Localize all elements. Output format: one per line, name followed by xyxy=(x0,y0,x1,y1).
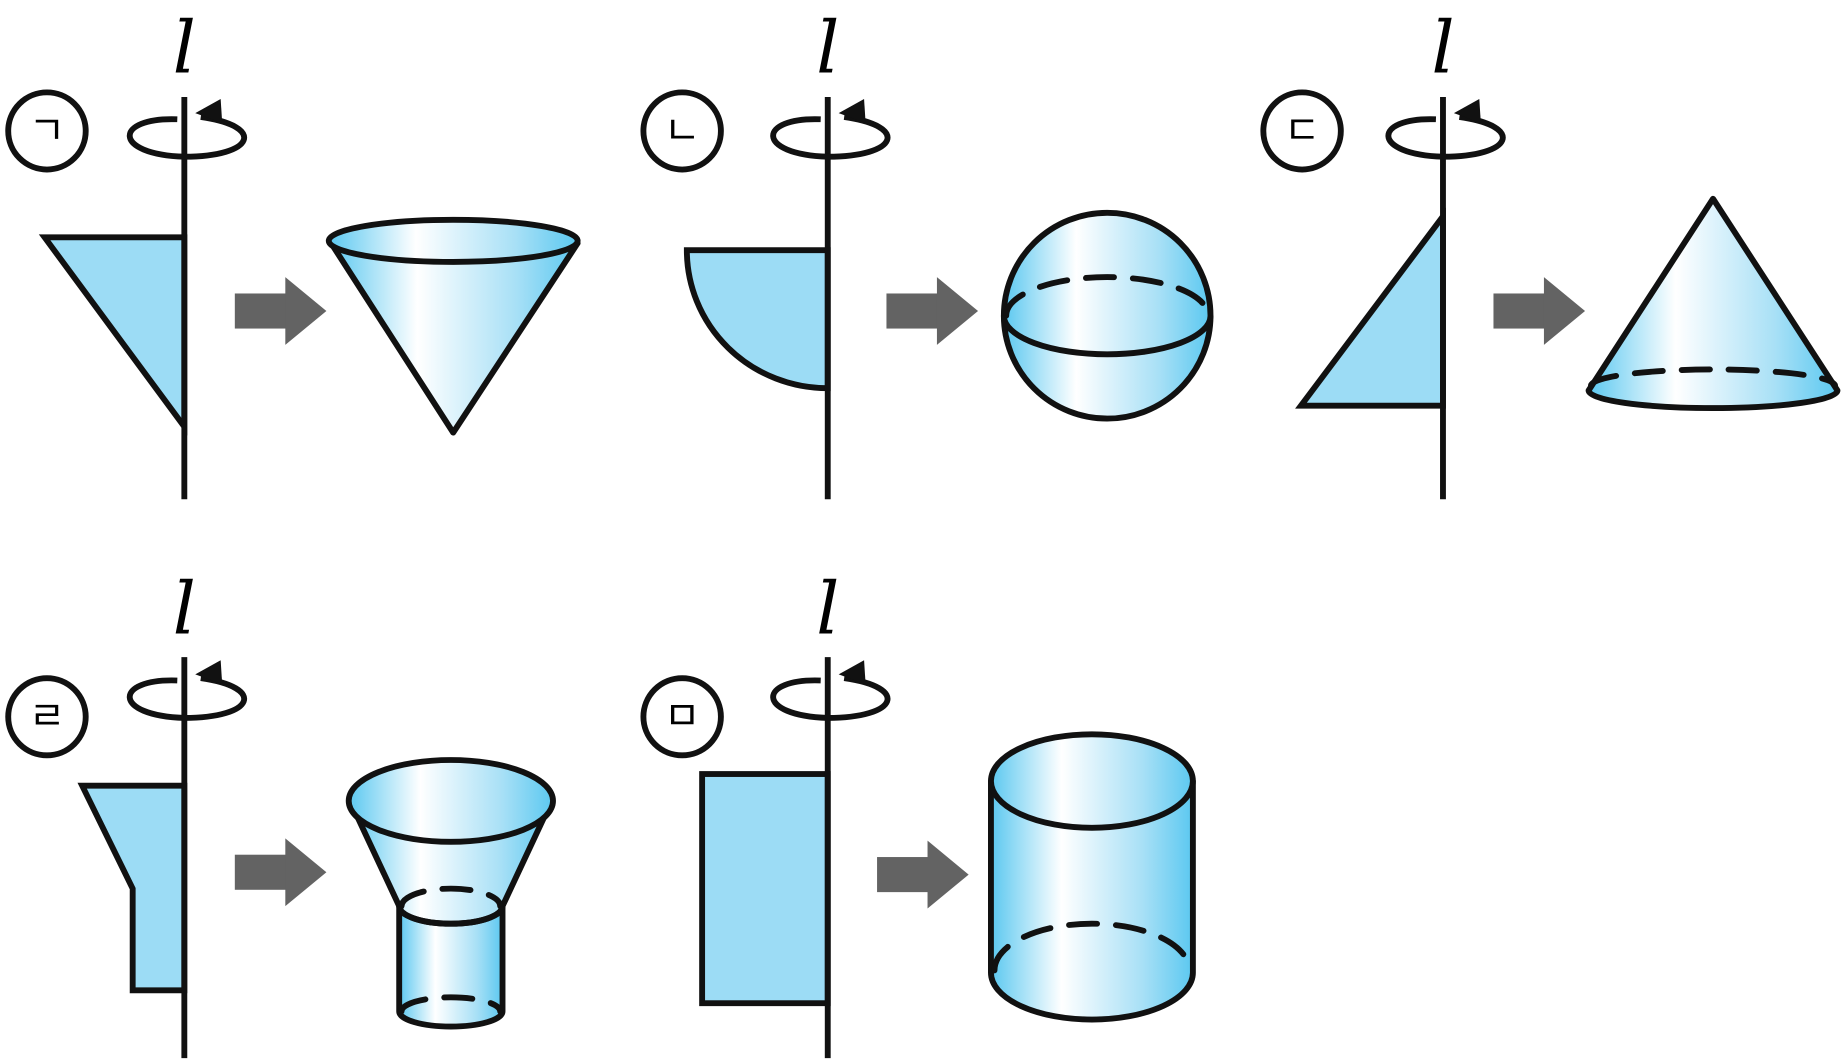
sphere-solid xyxy=(1000,209,1214,422)
panel-label: ㄷ xyxy=(1284,108,1321,154)
axis-label: l xyxy=(816,568,839,652)
triangle-shape xyxy=(38,234,188,436)
quarter-circle-shape xyxy=(683,247,831,392)
panel-label: ㄱ xyxy=(29,108,66,154)
panel-giyeok: l ㄱ xyxy=(5,7,581,500)
triangle-shape xyxy=(1295,207,1446,409)
panel-rieul: l ㄹ xyxy=(5,568,556,1059)
panel-label: ㅁ xyxy=(664,694,701,740)
trapezoid-shape xyxy=(77,782,188,994)
axis-label: l xyxy=(1431,7,1454,91)
label-circle xyxy=(5,89,89,173)
axis-label: l xyxy=(173,7,196,91)
arrow-right-icon xyxy=(234,838,327,907)
panel-nieun: l ㄴ xyxy=(640,7,1214,500)
label-circle xyxy=(640,675,724,759)
rectangle-shape xyxy=(699,771,831,1007)
axis-label: l xyxy=(816,7,839,91)
panel-label: ㄴ xyxy=(664,108,701,154)
arrow-right-icon xyxy=(234,277,327,345)
arrow-right-icon xyxy=(886,277,979,345)
panel-label: ㄹ xyxy=(29,694,66,740)
cone-solid xyxy=(1585,195,1841,411)
frustum-cylinder-solid xyxy=(345,757,556,1030)
cone-solid xyxy=(325,216,581,436)
label-circle xyxy=(5,675,89,759)
panel-mieum: l ㅁ xyxy=(640,568,1196,1059)
arrow-right-icon xyxy=(1493,277,1586,345)
arrow-right-icon xyxy=(877,840,969,909)
axis-label: l xyxy=(173,568,196,652)
cylinder-solid xyxy=(988,731,1196,1023)
panel-digeut: l ㄷ xyxy=(1260,7,1841,500)
label-circle xyxy=(640,89,724,173)
label-circle xyxy=(1260,89,1344,173)
